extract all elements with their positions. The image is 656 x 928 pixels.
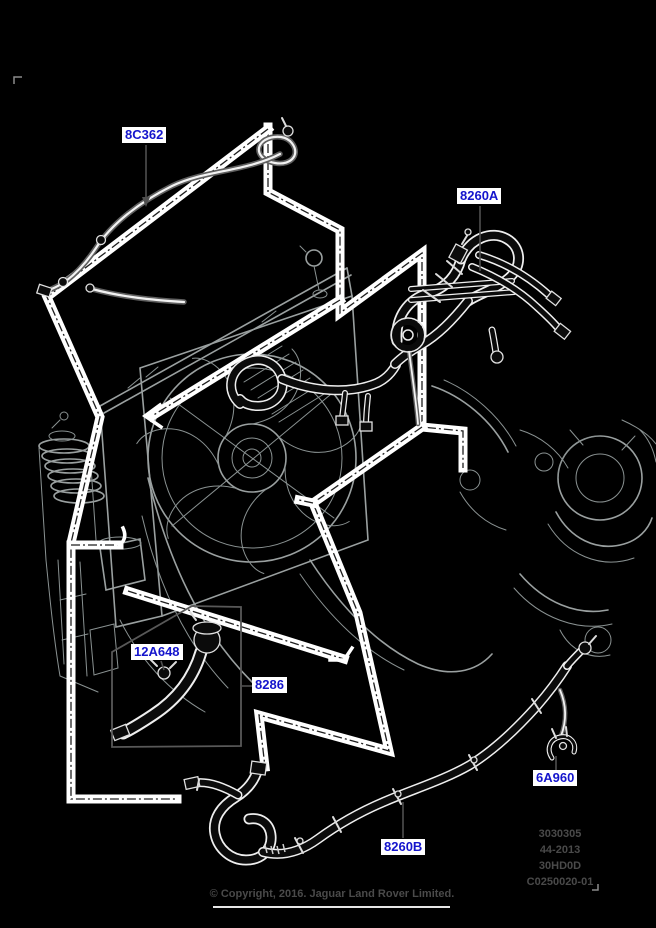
clip-6A960-art bbox=[546, 726, 578, 761]
revision-date: 44-2013 bbox=[539, 844, 581, 856]
part-label-8260A[interactable]: 8260A bbox=[457, 188, 502, 204]
part-label-6A960[interactable]: 6A960 bbox=[533, 770, 578, 786]
part-label-8286[interactable]: 8286 bbox=[252, 677, 287, 693]
part-label-12A648[interactable]: 12A648 bbox=[131, 644, 183, 660]
vehicle-body-art bbox=[119, 477, 253, 713]
corner-mark-top-left bbox=[13, 76, 22, 84]
radiator-fan-assembly-art bbox=[99, 245, 369, 628]
part-label-8C362[interactable]: 8C362 bbox=[122, 127, 167, 143]
clamp-12A648-part bbox=[157, 666, 171, 680]
label-leader-lines bbox=[142, 145, 557, 838]
hose-8260B-art bbox=[183, 635, 597, 866]
detail-enlargement-box bbox=[111, 605, 242, 748]
reference-number: 3030305 bbox=[538, 828, 582, 840]
drawing-code: C0250020-01 bbox=[526, 876, 594, 888]
hose-8260A-art bbox=[226, 228, 572, 432]
model-code: 30HD0D bbox=[538, 860, 582, 872]
copyright-rule bbox=[213, 906, 450, 908]
engine-turbo-art bbox=[299, 379, 656, 673]
corner-mark-bottom-right bbox=[592, 884, 599, 891]
zigzag-break-band bbox=[41, 122, 468, 804]
copyright-notice: © Copyright, 2016. Jaguar Land Rover Lim… bbox=[209, 888, 455, 900]
reservoir-pump-art bbox=[38, 411, 146, 693]
reference-block: 3030305 44-2013 30HD0D C0250020-01 bbox=[508, 826, 612, 890]
hose-8286-detail-art bbox=[109, 611, 222, 742]
part-label-8260B[interactable]: 8260B bbox=[381, 839, 426, 855]
hose-8C362-art bbox=[35, 117, 298, 305]
